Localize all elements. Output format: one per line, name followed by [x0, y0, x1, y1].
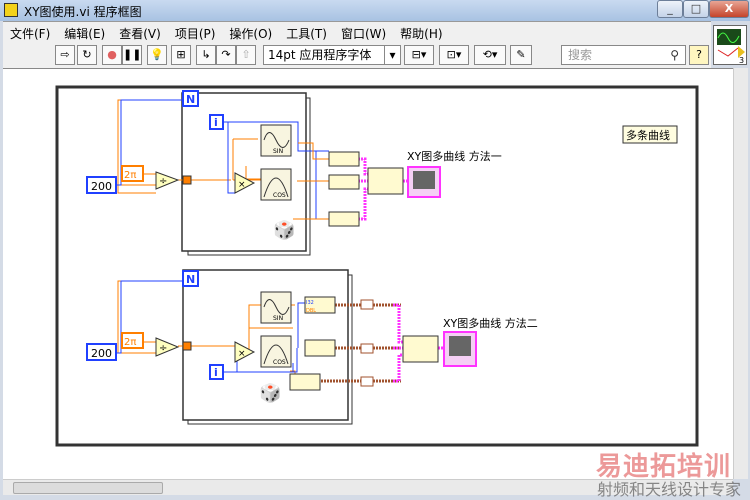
two-pi-constant[interactable] [121, 165, 144, 182]
n-constant-text: 200 [91, 347, 112, 360]
toolbar: ⇨ ↻ ● ❚❚ 💡 ⊞ ↳ ↷ ⇧ 14pt 应用程序字体 ▾ ⊟▾ ⊡▾ ⟲▾… [3, 42, 711, 68]
title-bar: XY图使用.vi 程序框图 _ □ X [0, 0, 750, 21]
top-method: 200 2π ÷ N i × SIN COS 🎲 XY图多曲线 方法一 [86, 90, 502, 256]
i32-text: I32 [306, 300, 314, 306]
build-array-node[interactable] [367, 167, 404, 195]
highlight-execution-icon[interactable]: 💡 [147, 45, 167, 65]
search-placeholder: 搜索 [568, 48, 593, 62]
align-objects-icon[interactable]: ⊟▾ [404, 45, 434, 65]
bundle-node[interactable] [328, 151, 360, 167]
font-select[interactable]: 14pt 应用程序字体 ▾ [263, 45, 401, 65]
menu-window[interactable]: 窗口(W) [340, 27, 387, 41]
free-label-text: 多条曲线 [626, 128, 670, 142]
iteration-text: i [214, 116, 218, 129]
reorder-icon[interactable]: ⟲▾ [474, 45, 506, 65]
menu-bar: 文件(F) 编辑(E) 查看(V) 项目(P) 操作(O) 工具(T) 窗口(W) 帮助(H) [3, 21, 711, 42]
step-into-icon[interactable]: ↳ [196, 45, 216, 65]
search-input[interactable]: 搜索 ⚲ [561, 45, 686, 65]
divide-node[interactable] [155, 337, 180, 357]
vi-connector-icon[interactable]: 3 [713, 25, 747, 65]
menu-view[interactable]: 查看(V) [119, 27, 161, 41]
bottom-method: 200 2π ÷ N i × SIN COS 🎲 I32 DBL XY图多曲线 [86, 269, 538, 425]
dbl-text: DBL [306, 308, 316, 314]
chevron-down-icon: ▾ [384, 46, 400, 64]
n-constant[interactable] [86, 343, 117, 361]
loop-count-text: N [186, 93, 195, 106]
step-over-icon[interactable]: ↷ [216, 45, 236, 65]
window-title: XY图使用.vi 程序框图 [24, 5, 142, 19]
cosine-node[interactable] [260, 168, 292, 201]
graph-label-2: XY图多曲线 方法二 [443, 316, 538, 330]
loop-count-terminal[interactable] [182, 90, 199, 107]
connector-count: 3 [739, 56, 744, 64]
labview-icon [4, 3, 18, 17]
step-out-icon[interactable]: ⇧ [236, 45, 256, 65]
graph-icon [413, 171, 435, 189]
two-pi-constant[interactable] [121, 332, 144, 349]
random-dice-icon[interactable]: 🎲 [259, 382, 281, 404]
divide-node[interactable] [155, 171, 180, 190]
multiply-icon: × [238, 180, 246, 190]
multiply-icon: × [238, 349, 246, 359]
divide-icon: ÷ [159, 176, 167, 187]
pause-icon[interactable]: ❚❚ [122, 45, 142, 65]
graph-label-1: XY图多曲线 方法一 [407, 149, 502, 163]
tunnel [360, 343, 374, 354]
menu-tools[interactable]: 工具(T) [286, 27, 327, 41]
n-constant[interactable] [86, 176, 117, 194]
font-select-value: 14pt 应用程序字体 [268, 48, 372, 62]
loop-count-text: N [186, 273, 195, 286]
vertical-scrollbar[interactable] [733, 68, 748, 479]
retain-wire-values-icon[interactable]: ⊞ [171, 45, 191, 65]
search-icon: ⚲ [670, 48, 679, 62]
minimize-button[interactable]: _ [657, 0, 683, 18]
tunnel [360, 299, 374, 310]
abort-icon[interactable]: ● [102, 45, 122, 65]
graph-icon [449, 336, 471, 356]
cos-text: COS [273, 192, 286, 199]
loop-count-terminal[interactable] [182, 270, 199, 287]
cos-text: COS [273, 359, 286, 366]
sin-text: SIN [273, 315, 283, 322]
bundle-node[interactable] [328, 211, 360, 227]
tunnel [182, 341, 192, 351]
divide-icon: ÷ [159, 343, 167, 354]
watermark-subtitle: 射频和天线设计专家 [597, 480, 742, 499]
tunnel [360, 376, 374, 387]
two-pi-text: 2π [124, 337, 136, 348]
menu-project[interactable]: 项目(P) [174, 27, 216, 41]
bundle-node[interactable] [328, 174, 360, 190]
multiply-node[interactable] [234, 172, 256, 194]
help-button[interactable]: ? [689, 45, 709, 65]
outer-structure-frame[interactable] [55, 85, 699, 447]
cosine-node[interactable] [260, 335, 292, 368]
bundle-i32-dbl[interactable]: I32 DBL [289, 296, 336, 391]
two-pi-text: 2π [124, 170, 136, 181]
close-button[interactable]: X [709, 0, 749, 18]
build-array-node[interactable] [402, 335, 439, 363]
menu-help[interactable]: 帮助(H) [400, 27, 443, 41]
watermark: 易迪拓培训 [596, 452, 732, 482]
n-constant-text: 200 [91, 180, 112, 193]
sin-text: SIN [273, 148, 283, 155]
iteration-terminal[interactable] [209, 364, 224, 380]
horizontal-scrollbar[interactable] [3, 479, 733, 495]
random-dice-icon[interactable]: 🎲 [273, 219, 295, 241]
free-label [622, 125, 678, 144]
multiply-node[interactable] [234, 341, 256, 363]
run-continuously-icon[interactable]: ↻ [77, 45, 97, 65]
menu-file[interactable]: 文件(F) [10, 27, 51, 41]
clean-up-diagram-icon[interactable]: ✎ [510, 45, 532, 65]
iteration-terminal[interactable] [209, 114, 224, 130]
menu-operate[interactable]: 操作(O) [229, 27, 273, 41]
block-diagram[interactable]: 多条曲线 200 2π ÷ N i × SIN COS 🎲 [3, 68, 733, 479]
menu-edit[interactable]: 编辑(E) [64, 27, 106, 41]
tunnel [182, 175, 192, 185]
iteration-text: i [214, 366, 218, 379]
scrollbar-thumb[interactable] [13, 482, 163, 494]
run-arrow-icon[interactable]: ⇨ [55, 45, 75, 65]
distribute-objects-icon[interactable]: ⊡▾ [439, 45, 469, 65]
maximize-button[interactable]: □ [683, 0, 709, 18]
